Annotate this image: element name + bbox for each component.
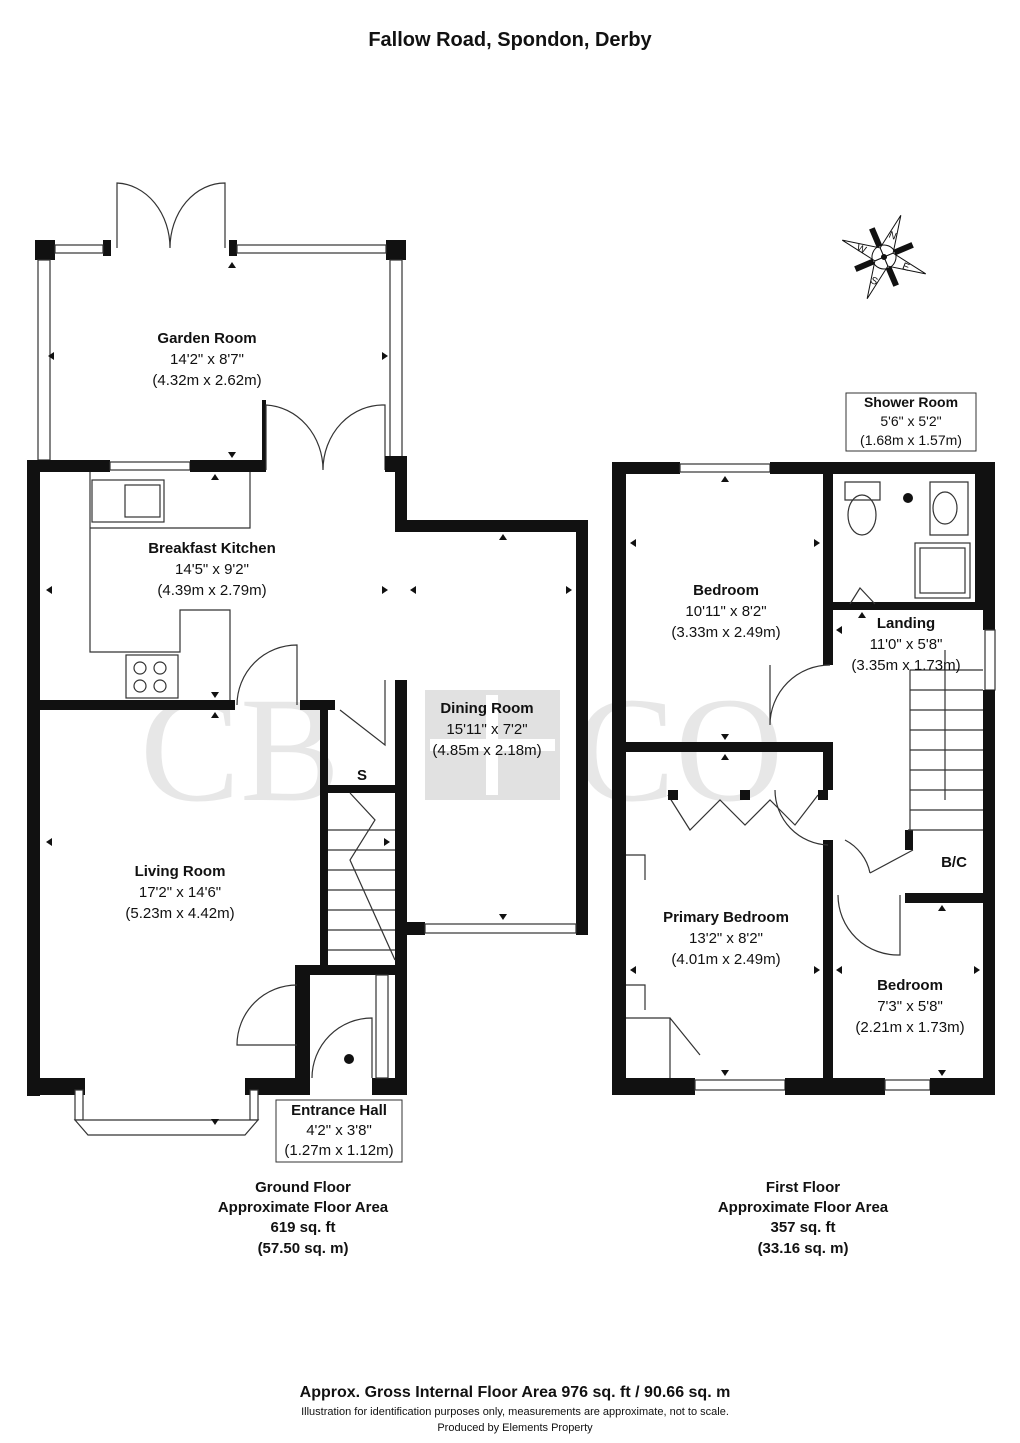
room-shower-room: Shower Room 5'6" x 5'2" (1.68m x 1.57m) [860,394,962,448]
svg-text:14'5" x 9'2": 14'5" x 9'2" [175,561,249,578]
svg-text:(1.68m x 1.57m): (1.68m x 1.57m) [860,432,962,448]
room-bedroom-1: Bedroom 10'11" x 8'2" (3.33m x 2.49m) [671,582,780,641]
room-living-room: Living Room 17'2" x 14'6" (5.23m x 4.42m) [125,863,234,922]
first-floor-plan: B/C [275,392,996,1163]
svg-text:Dining Room: Dining Room [440,700,533,717]
svg-text:Breakfast Kitchen: Breakfast Kitchen [148,540,276,557]
producer-credit: Produced by Elements Property [437,1422,593,1434]
room-entrance-hall: Entrance Hall 4'2" x 3'8" (1.27m x 1.12m) [284,1102,393,1159]
svg-text:Approximate Floor Area: Approximate Floor Area [718,1199,889,1216]
svg-text:Living Room: Living Room [135,863,226,880]
compass-w: W [855,243,868,257]
svg-text:(4.39m x 2.79m): (4.39m x 2.79m) [157,582,266,599]
svg-text:15'11" x 7'2": 15'11" x 7'2" [446,721,527,738]
svg-text:(1.27m x 1.12m): (1.27m x 1.12m) [284,1142,393,1159]
compass-icon: N E S W [842,215,926,299]
svg-text:13'2" x 8'2": 13'2" x 8'2" [689,930,763,947]
dimension-markers [46,262,572,1125]
svg-text:7'3" x 5'8": 7'3" x 5'8" [877,998,943,1015]
svg-text:(57.50 sq. m): (57.50 sq. m) [258,1240,349,1257]
svg-text:357 sq. ft: 357 sq. ft [770,1219,835,1236]
svg-text:Ground Floor: Ground Floor [255,1179,351,1196]
first-floor-summary: First Floor Approximate Floor Area 357 s… [718,1179,889,1257]
svg-text:11'0" x 5'8": 11'0" x 5'8" [870,636,943,653]
room-garden-room: Garden Room 14'2" x 8'7" (4.32m x 2.62m) [152,330,261,389]
compass-n: N [887,230,898,243]
room-labels: Garden Room 14'2" x 8'7" (4.32m x 2.62m) B… [125,330,964,1159]
svg-text:(33.16 sq. m): (33.16 sq. m) [758,1240,849,1257]
svg-text:(4.85m x 2.18m): (4.85m x 2.18m) [432,742,541,759]
svg-text:(5.23m x 4.42m): (5.23m x 4.42m) [125,905,234,922]
svg-text:14'2" x 8'7": 14'2" x 8'7" [170,351,244,368]
watermark-plus-box [425,690,560,800]
svg-text:5'6" x 5'2": 5'6" x 5'2" [880,413,941,429]
svg-text:Bedroom: Bedroom [693,582,759,599]
boiler-cupboard-label: B/C [941,854,967,871]
svg-text:(4.32m x 2.62m): (4.32m x 2.62m) [152,372,261,389]
compass-s: S [869,275,880,288]
store-label: S [357,767,367,784]
svg-text:(3.33m x 2.49m): (3.33m x 2.49m) [671,624,780,641]
svg-text:Bedroom: Bedroom [877,977,943,994]
disclaimer: Illustration for identification purposes… [301,1406,729,1418]
svg-text:First Floor: First Floor [766,1179,840,1196]
svg-text:(3.35m x 1.73m): (3.35m x 1.73m) [851,657,960,674]
svg-text:Entrance Hall: Entrance Hall [291,1102,387,1119]
watermark-cb: CB [140,667,340,833]
ground-floor-plan: S [27,182,588,1136]
room-breakfast-kitchen: Breakfast Kitchen 14'5" x 9'2" (4.39m x 2.… [148,540,276,599]
ground-floor-summary: Ground Floor Approximate Floor Area 619 … [218,1179,389,1257]
svg-text:619 sq. ft: 619 sq. ft [270,1219,335,1236]
svg-text:17'2" x 14'6": 17'2" x 14'6" [139,884,221,901]
room-landing: Landing 11'0" x 5'8" (3.35m x 1.73m) [851,615,960,674]
svg-text:10'11" x 8'2": 10'11" x 8'2" [685,603,766,620]
svg-text:(4.01m x 2.49m): (4.01m x 2.49m) [671,951,780,968]
room-primary-bedroom: Primary Bedroom 13'2" x 8'2" (4.01m x 2.49… [663,909,789,968]
svg-text:Landing: Landing [877,615,935,632]
room-dining-room: Dining Room 15'11" x 7'2" (4.85m x 2.18m) [432,700,541,759]
svg-text:Primary Bedroom: Primary Bedroom [663,909,789,926]
gross-area: Approx. Gross Internal Floor Area 976 sq… [300,1384,731,1401]
room-bedroom-2: Bedroom 7'3" x 5'8" (2.21m x 1.73m) [855,977,964,1036]
svg-text:Approximate Floor Area: Approximate Floor Area [218,1199,389,1216]
svg-text:Garden Room: Garden Room [157,330,256,347]
dimension-markers-first [630,476,980,1076]
svg-text:(2.21m x 1.73m): (2.21m x 1.73m) [855,1019,964,1036]
svg-text:Shower Room: Shower Room [864,394,958,410]
entrance-hall-label-box [275,1099,403,1163]
plan-title: Fallow Road, Spondon, Derby [368,29,652,51]
shower-room-label-box [845,392,977,452]
svg-text:4'2" x 3'8": 4'2" x 3'8" [306,1122,372,1139]
compass-e: E [901,261,912,274]
